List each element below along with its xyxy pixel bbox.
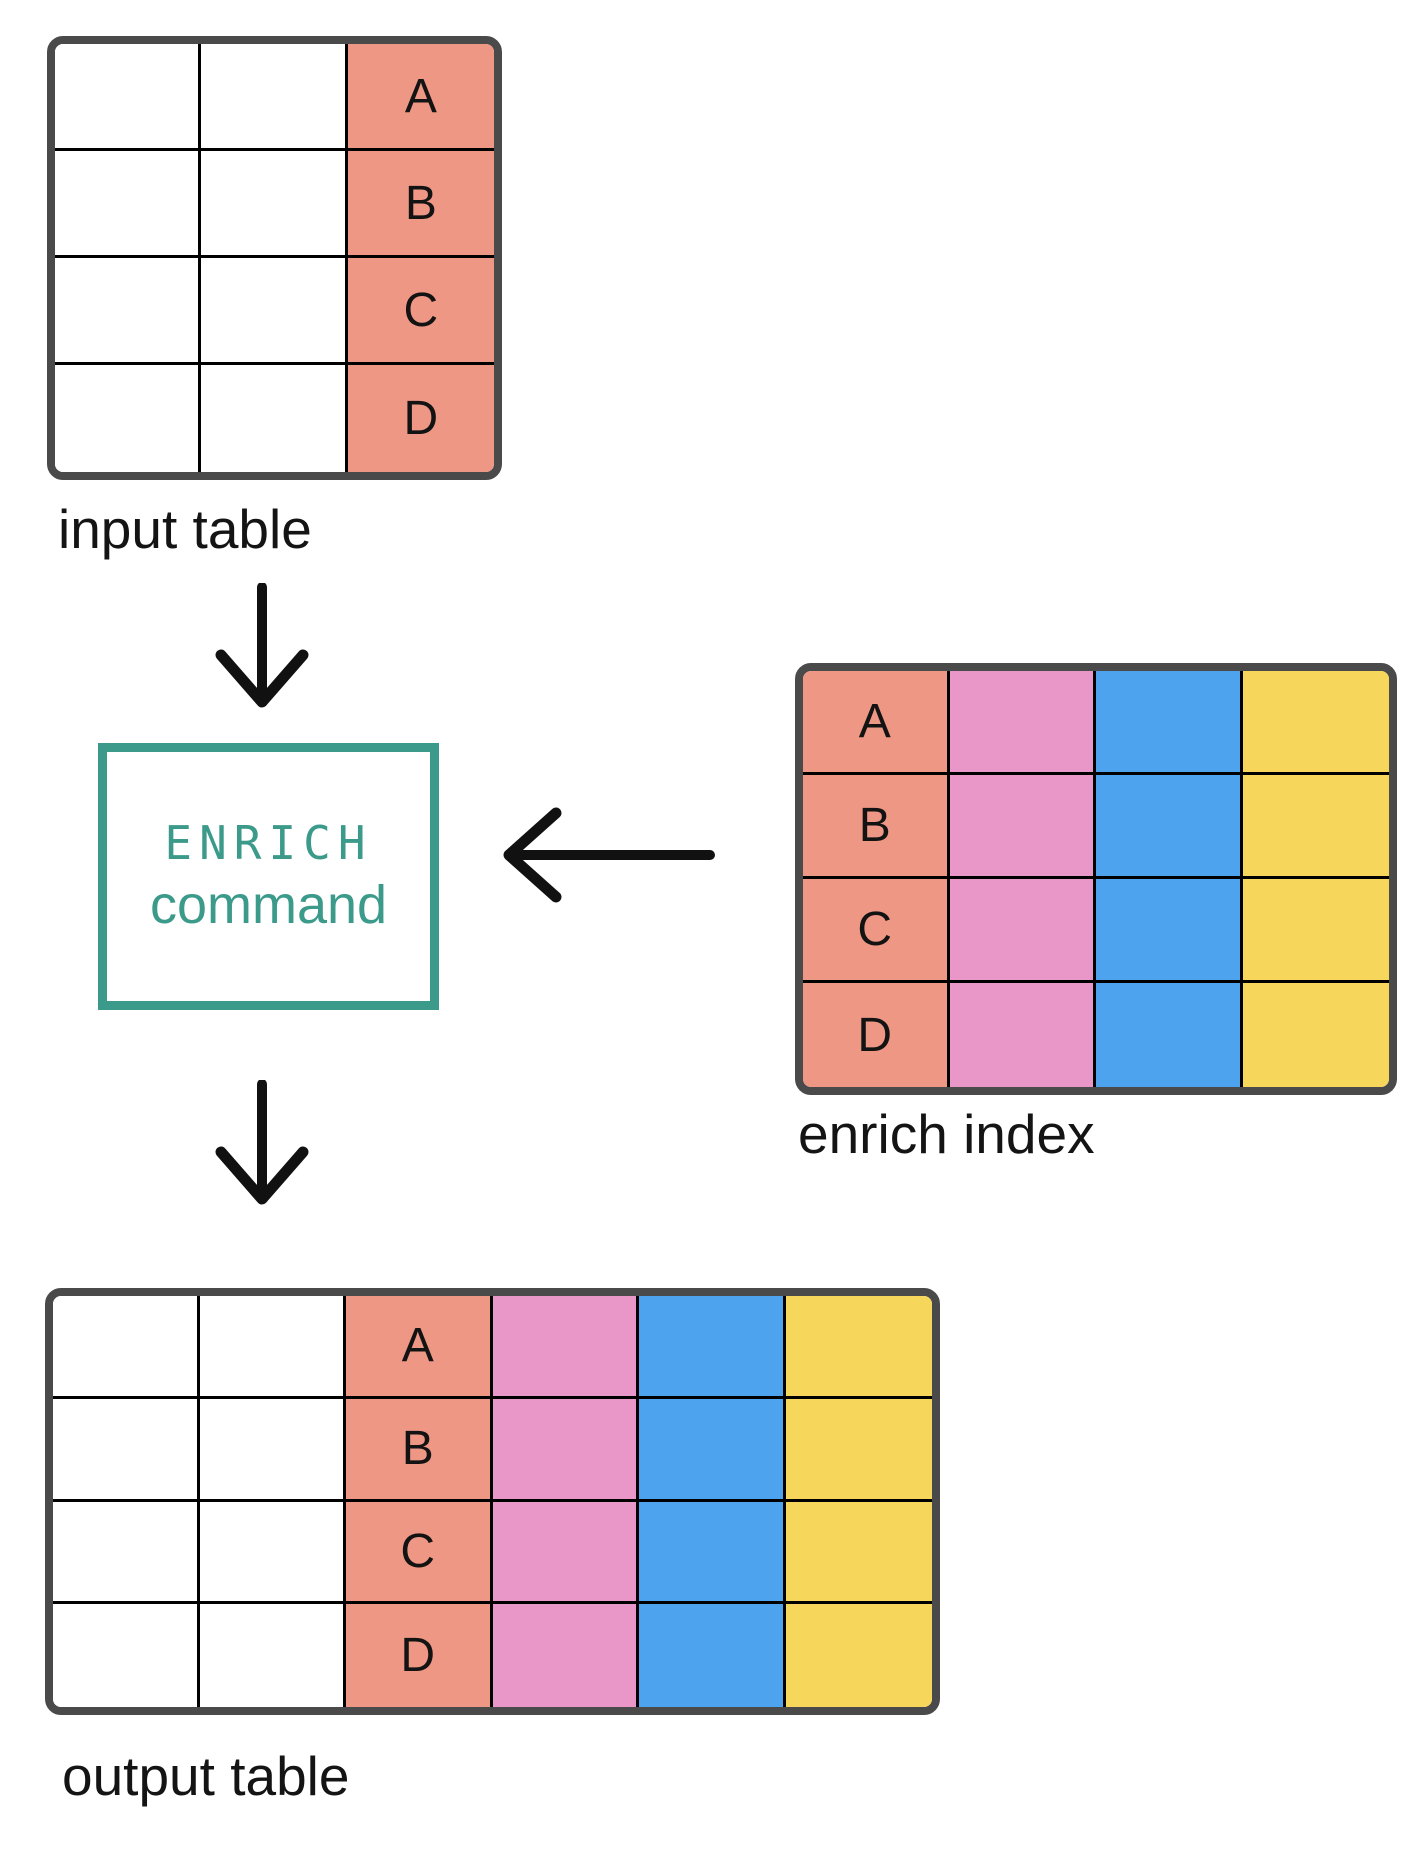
table-cell-value: [949, 879, 1096, 983]
table-cell-value: [492, 1501, 639, 1605]
table-cell-value: [1242, 671, 1389, 775]
table-cell-value: [1096, 983, 1243, 1087]
table-cell-value: [1096, 775, 1243, 879]
table-cell-key: A: [803, 671, 950, 775]
enrich-index-label: enrich index: [798, 1103, 1095, 1165]
table-cell-key: D: [803, 983, 950, 1087]
table-cell-blank: [199, 1501, 346, 1605]
table-cell-blank: [53, 1296, 200, 1399]
table-cell-blank: [55, 44, 202, 151]
enrich-command-word: command: [149, 875, 388, 936]
table-cell-value: [1242, 775, 1389, 879]
table-cell-value: [492, 1398, 639, 1502]
table-cell-value: [949, 671, 1096, 775]
enrich-command-keyword: ENRICH: [164, 815, 373, 870]
table-cell-blank: [201, 151, 348, 258]
table-cell-value: [949, 775, 1096, 879]
table-cell-value: [639, 1296, 786, 1399]
table-cell-key: A: [346, 1296, 493, 1399]
table-cell-key: A: [347, 44, 494, 151]
table-cell-blank: [199, 1296, 346, 1399]
table-cell-key: C: [803, 879, 950, 983]
table-cell-blank: [55, 365, 202, 472]
table-cell-key: D: [347, 365, 494, 472]
arrow-down-icon: [215, 583, 309, 708]
table-cell-blank: [201, 258, 348, 365]
table-cell-blank: [199, 1398, 346, 1502]
table-cell-blank: [201, 44, 348, 151]
table-cell-value: [1242, 879, 1389, 983]
enrich-command-box: ENRICH command: [98, 743, 439, 1010]
output-table-label: output table: [62, 1745, 350, 1807]
table-cell-value: [1096, 671, 1243, 775]
table-cell-blank: [201, 365, 348, 472]
table-cell-value: [639, 1604, 786, 1707]
table-cell-blank: [53, 1604, 200, 1707]
table-cell-blank: [53, 1501, 200, 1605]
table-cell-blank: [53, 1398, 200, 1502]
table-cell-value: [1096, 879, 1243, 983]
table-cell-value: [1242, 983, 1389, 1087]
table-cell-value: [492, 1296, 639, 1399]
table-cell-value: [492, 1604, 639, 1707]
table-cell-key: B: [346, 1398, 493, 1502]
table-cell-key: B: [347, 151, 494, 258]
table-cell-value: [785, 1296, 932, 1399]
table-cell-key: B: [803, 775, 950, 879]
table-cell-key: D: [346, 1604, 493, 1707]
table-cell-value: [785, 1501, 932, 1605]
table-cell-blank: [199, 1604, 346, 1707]
table-cell-blank: [55, 151, 202, 258]
table-cell-key: C: [347, 258, 494, 365]
table-cell-value: [785, 1604, 932, 1707]
table-cell-key: C: [346, 1501, 493, 1605]
arrow-left-icon: [503, 807, 715, 903]
table-cell-value: [639, 1398, 786, 1502]
input-table-label: input table: [58, 498, 312, 560]
table-cell-blank: [55, 258, 202, 365]
table-cell-value: [949, 983, 1096, 1087]
arrow-down-icon: [215, 1080, 309, 1205]
table-cell-value: [639, 1501, 786, 1605]
table-cell-value: [785, 1398, 932, 1502]
